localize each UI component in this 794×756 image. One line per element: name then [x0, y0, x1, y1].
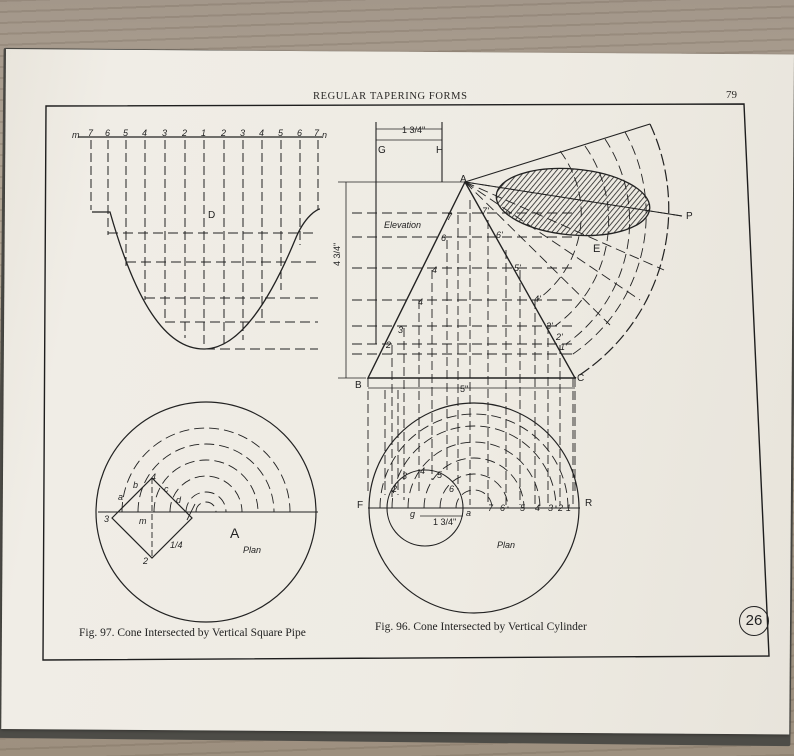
- svg-text:1: 1: [566, 503, 571, 513]
- svg-text:4: 4: [420, 466, 425, 476]
- fig97-elevation: [78, 136, 322, 350]
- svg-text:5': 5': [514, 263, 521, 273]
- fig97-caption: Fig. 97. Cone Intersected by Vertical Sq…: [79, 627, 306, 639]
- svg-text:g: g: [410, 509, 415, 519]
- svg-text:4: 4: [535, 503, 540, 513]
- svg-text:2: 2: [557, 503, 563, 513]
- svg-text:F: F: [357, 500, 363, 511]
- svg-text:a: a: [466, 508, 471, 518]
- fig97-plan-label: Plan: [243, 545, 261, 555]
- fig96-labels: 1 3/4" G H A 4 3/4" Elevation B C 5" F R…: [332, 125, 693, 511]
- svg-text:3: 3: [104, 514, 109, 524]
- fig96-top-dimension: 1 3/4": [402, 125, 425, 135]
- svg-text:d: d: [176, 495, 182, 505]
- svg-text:7: 7: [314, 128, 320, 138]
- svg-text:2: 2: [385, 340, 391, 350]
- svg-text:4: 4: [151, 472, 156, 482]
- svg-text:G: G: [378, 145, 386, 156]
- svg-text:m: m: [139, 516, 147, 526]
- fig96-apex-label: A: [460, 174, 467, 185]
- svg-text:3: 3: [402, 471, 407, 481]
- fig96-plan-dimension: 1 3/4": [433, 517, 456, 527]
- svg-text:1/4: 1/4: [170, 540, 183, 550]
- svg-text:3: 3: [240, 128, 245, 138]
- fig96-plan-label: Plan: [497, 540, 515, 550]
- running-head: REGULAR TAPERING FORMS: [313, 91, 468, 102]
- fig97-plan-letter: A: [230, 525, 240, 541]
- svg-text:a: a: [118, 492, 123, 502]
- svg-text:6: 6: [449, 484, 454, 494]
- fig96-plan: [368, 402, 580, 614]
- svg-text:4': 4': [534, 294, 541, 304]
- svg-text:3': 3': [546, 321, 553, 331]
- fig97-top-labels: m 7 6 5 4 3 2 1 2 3 4 5 6 7 n: [72, 128, 327, 140]
- svg-text:B: B: [355, 380, 362, 391]
- svg-text:7: 7: [447, 212, 453, 222]
- fig97-plan: [95, 401, 318, 623]
- svg-text:2: 2: [181, 128, 187, 138]
- fig96-pattern-e: E: [593, 243, 600, 255]
- fig96-height-dimension: 4 3/4": [332, 243, 342, 266]
- svg-text:3: 3: [162, 128, 167, 138]
- fig97-region-d: D: [208, 210, 215, 221]
- svg-text:1: 1: [201, 128, 206, 138]
- svg-text:5: 5: [437, 470, 443, 480]
- fig96-pattern-fan: [464, 123, 683, 379]
- svg-text:3: 3: [398, 325, 403, 335]
- svg-text:P: P: [686, 211, 693, 222]
- fig96-base-dimension: 5": [460, 384, 468, 394]
- svg-text:7': 7': [482, 206, 489, 216]
- fig96-elevation-label: Elevation: [384, 220, 421, 230]
- svg-text:b: b: [133, 480, 138, 490]
- page-number: 79: [726, 89, 737, 101]
- fig96-caption: Fig. 96. Cone Intersected by Vertical Cy…: [375, 621, 587, 633]
- svg-text:7: 7: [88, 128, 94, 138]
- svg-text:H: H: [436, 145, 443, 156]
- svg-text:2: 2: [220, 128, 226, 138]
- fig96-elevation: [338, 122, 577, 505]
- svg-text:6: 6: [441, 233, 446, 243]
- svg-text:R: R: [585, 498, 592, 509]
- svg-text:4: 4: [142, 128, 147, 138]
- svg-text:4: 4: [432, 265, 437, 275]
- svg-text:n: n: [322, 130, 327, 140]
- svg-text:5: 5: [123, 128, 129, 138]
- plate-number-badge: 26: [739, 606, 769, 636]
- svg-text:6': 6': [496, 230, 503, 240]
- plate-border: [42, 103, 770, 661]
- svg-text:2': 2': [555, 332, 563, 342]
- svg-text:7: 7: [488, 503, 494, 513]
- fig97-label-m: m: [72, 130, 80, 140]
- svg-text:6: 6: [297, 128, 302, 138]
- svg-text:2: 2: [391, 484, 397, 494]
- svg-text:5: 5: [278, 128, 284, 138]
- svg-text:4: 4: [259, 128, 264, 138]
- svg-text:2: 2: [142, 556, 148, 566]
- fig96-plan-points: g a 1 3/4" 7 6 5 4 3 2 1 2 3 4 5 6: [391, 466, 571, 527]
- svg-text:1': 1': [560, 342, 567, 352]
- svg-text:5: 5: [520, 503, 526, 513]
- svg-text:6: 6: [105, 128, 110, 138]
- svg-text:C: C: [577, 373, 584, 384]
- svg-text:4: 4: [418, 297, 423, 307]
- fig97-plan-points: 3 a b 4 c d m 2 1/4: [104, 472, 183, 566]
- svg-text:c: c: [164, 484, 169, 494]
- svg-text:3: 3: [548, 503, 553, 513]
- svg-text:6: 6: [500, 503, 505, 513]
- fig96-hatched-pattern: [495, 167, 651, 237]
